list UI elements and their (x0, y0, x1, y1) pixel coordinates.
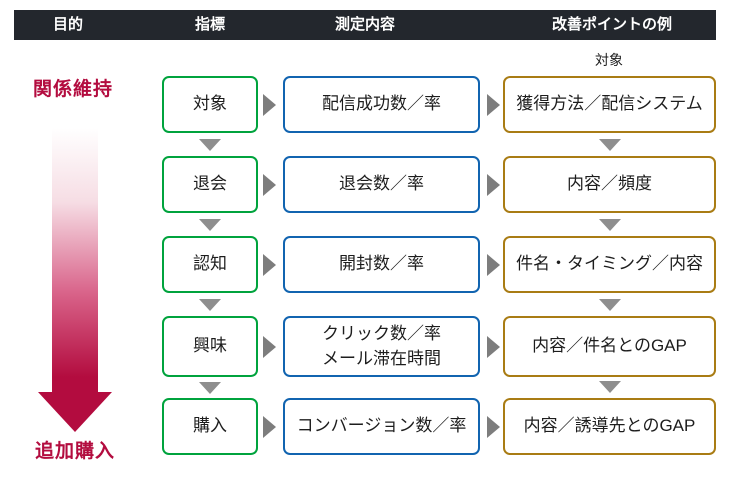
purpose-bottom-label: 追加購入 (35, 441, 116, 462)
indicator-label: 退会 (193, 174, 227, 194)
indicator-box: 興味 (162, 316, 258, 377)
indicator-box: 対象 (162, 76, 258, 133)
improvement-box: 内容／件名とのGAP (503, 316, 716, 377)
indicator-label: 興味 (193, 336, 227, 356)
right-arrow-icon (263, 173, 276, 196)
purpose-top-label: 関係維持 (33, 79, 114, 100)
improvement-label: 獲得方法／配信システム (516, 94, 703, 114)
improvement-box: 件名・タイミング／内容 (503, 236, 716, 293)
right-arrow-icon (487, 93, 500, 116)
improvement-box: 内容／頻度 (503, 156, 716, 213)
right-arrow-icon (487, 335, 500, 358)
indicator-box: 認知 (162, 236, 258, 293)
flow-row-1: 対象 配信成功数／率 獲得方法／配信システム (0, 76, 730, 133)
flow-row-5: 購入 コンバージョン数／率 内容／誘導先とのGAP (0, 398, 730, 455)
down-arrow-icon (199, 382, 221, 394)
measure-label: コンバージョン数／率 (296, 416, 467, 436)
right-arrow-icon (487, 173, 500, 196)
indicator-label: 認知 (193, 254, 227, 274)
down-arrow-icon (199, 139, 221, 151)
down-arrow-icon (599, 381, 621, 393)
improvement-box: 内容／誘導先とのGAP (503, 398, 716, 455)
flow-row-2: 退会 退会数／率 内容／頻度 (0, 156, 730, 213)
measure-box: 配信成功数／率 (283, 76, 480, 133)
right-arrow-icon (487, 415, 500, 438)
measure-label-line2: メール滞在時間 (322, 348, 441, 368)
measure-box: 開封数／率 (283, 236, 480, 293)
indicator-box: 購入 (162, 398, 258, 455)
indicator-label: 対象 (193, 94, 227, 114)
measure-label: 開封数／率 (339, 254, 424, 274)
measure-label-line1: クリック数／率 (322, 323, 441, 343)
down-arrow-icon (599, 219, 621, 231)
header-col-purpose: 目的 (52, 16, 84, 33)
down-arrow-icon (199, 299, 221, 311)
right-arrow-icon (263, 335, 276, 358)
measure-label: 配信成功数／率 (322, 94, 441, 114)
improvement-label: 内容／誘導先とのGAP (523, 416, 696, 436)
down-arrow-icon (599, 299, 621, 311)
measure-box: クリック数／率 メール滞在時間 (283, 316, 480, 377)
measure-label: 退会数／率 (339, 174, 424, 194)
improvement-box: 獲得方法／配信システム (503, 76, 716, 133)
down-arrow-icon (599, 139, 621, 151)
flow-arrow-shaft (52, 128, 98, 393)
header-bar: 目的 指標 測定内容 改善ポイントの例 (14, 10, 716, 40)
indicator-box: 退会 (162, 156, 258, 213)
improvement-target-note: 対象 (595, 52, 623, 68)
flow-row-3: 認知 開封数／率 件名・タイミング／内容 (0, 236, 730, 293)
indicator-label: 購入 (193, 416, 227, 436)
header-col-measure: 測定内容 (334, 16, 396, 33)
right-arrow-icon (263, 93, 276, 116)
header-col-indicator: 指標 (194, 16, 226, 33)
improvement-label: 内容／件名とのGAP (532, 336, 687, 356)
flow-row-4: 興味 クリック数／率 メール滞在時間 内容／件名とのGAP (0, 316, 730, 377)
right-arrow-icon (487, 253, 500, 276)
improvement-label: 件名・タイミング／内容 (516, 254, 703, 274)
flow-arrow-head-icon (38, 392, 112, 432)
improvement-label: 内容／頻度 (567, 174, 652, 194)
right-arrow-icon (263, 253, 276, 276)
down-arrow-icon (199, 219, 221, 231)
measure-box: コンバージョン数／率 (283, 398, 480, 455)
header-col-improvement: 改善ポイントの例 (551, 16, 673, 33)
measure-box: 退会数／率 (283, 156, 480, 213)
right-arrow-icon (263, 415, 276, 438)
